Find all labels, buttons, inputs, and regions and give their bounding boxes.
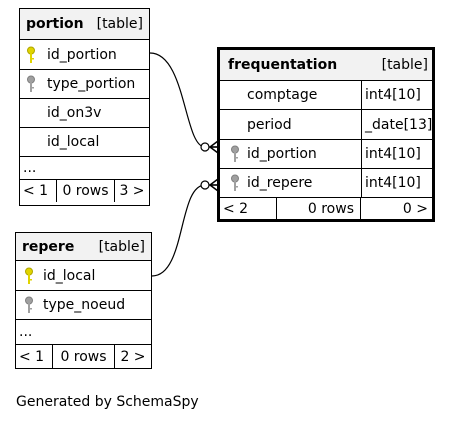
relationship-repere-frequentation <box>151 184 218 277</box>
children-count[interactable]: 2 > <box>120 348 146 365</box>
column-type: _date[13] <box>361 110 432 139</box>
table-footer: < 1 0 rows 2 > <box>16 345 151 368</box>
children-count[interactable]: 3 > <box>119 183 145 199</box>
column-row[interactable]: comptage int4[10] <box>220 81 432 110</box>
column-name[interactable]: comptage <box>247 87 318 103</box>
column-name[interactable]: id_repere <box>247 175 313 191</box>
more-columns-ellipsis: ... <box>19 324 33 340</box>
table-portion[interactable]: portion [table] id_portion type_portion … <box>19 8 150 206</box>
column-type: int4[10] <box>361 140 432 168</box>
column-name[interactable]: type_noeud <box>43 297 126 313</box>
column-type: int4[10] <box>361 81 432 109</box>
table-header[interactable]: repere [table] <box>16 233 151 261</box>
column-row[interactable]: type_noeud <box>16 291 151 320</box>
parents-count[interactable]: < 1 <box>16 345 53 368</box>
column-name[interactable]: period <box>247 116 292 133</box>
parents-count[interactable]: < 2 <box>220 198 277 219</box>
foreign-key-icon <box>230 169 240 197</box>
parents-count[interactable]: < 1 <box>20 180 57 202</box>
table-kind: [table] <box>96 16 143 32</box>
foreign-key-icon <box>230 140 240 168</box>
column-row[interactable]: id_portion <box>20 40 149 70</box>
column-name[interactable]: id_portion <box>47 46 117 63</box>
more-columns-ellipsis: ... <box>23 160 37 176</box>
table-name[interactable]: frequentation <box>228 57 338 73</box>
optional-marker-id-portion <box>200 142 210 152</box>
row-count: 0 rows <box>57 180 115 202</box>
primary-key-icon <box>26 40 36 69</box>
column-row[interactable]: id_local <box>20 128 149 157</box>
column-row[interactable]: type_portion <box>20 70 149 99</box>
optional-marker-id-repere <box>200 180 210 190</box>
table-footer: < 2 0 rows 0 > <box>220 198 432 219</box>
more-columns-row: ... <box>20 157 149 180</box>
table-repere[interactable]: repere [table] id_local type_noeud ... <… <box>15 232 152 369</box>
table-kind: [table] <box>98 238 145 255</box>
children-count[interactable]: 0 > <box>402 200 428 217</box>
column-row[interactable]: id_repere int4[10] <box>220 169 432 198</box>
table-header[interactable]: frequentation [table] <box>220 50 432 81</box>
table-footer: < 1 0 rows 3 > <box>20 180 149 202</box>
column-name[interactable]: type_portion <box>47 76 136 92</box>
generated-by-caption: Generated by SchemaSpy <box>16 394 199 410</box>
column-row[interactable]: period _date[13] <box>220 110 432 140</box>
table-name[interactable]: repere <box>22 238 75 255</box>
column-name[interactable]: id_local <box>47 134 100 150</box>
table-header[interactable]: portion [table] <box>20 9 149 40</box>
row-count: 0 rows <box>53 345 115 368</box>
more-columns-row: ... <box>16 320 151 345</box>
column-name[interactable]: id_local <box>43 267 96 284</box>
row-count: 0 rows <box>277 198 361 219</box>
primary-key-icon <box>24 261 34 290</box>
column-name[interactable]: id_portion <box>247 146 317 162</box>
table-kind: [table] <box>381 57 428 73</box>
foreign-key-icon <box>24 291 34 319</box>
column-row[interactable]: id_portion int4[10] <box>220 140 432 169</box>
column-row[interactable]: id_local <box>16 261 151 291</box>
table-frequentation[interactable]: frequentation [table] comptage int4[10] … <box>217 47 435 222</box>
relationship-portion-frequentation <box>149 52 218 148</box>
table-name[interactable]: portion <box>26 16 84 32</box>
foreign-key-icon <box>26 70 36 98</box>
column-type: int4[10] <box>361 169 432 197</box>
column-row[interactable]: id_on3v <box>20 99 149 128</box>
column-name[interactable]: id_on3v <box>47 105 102 121</box>
